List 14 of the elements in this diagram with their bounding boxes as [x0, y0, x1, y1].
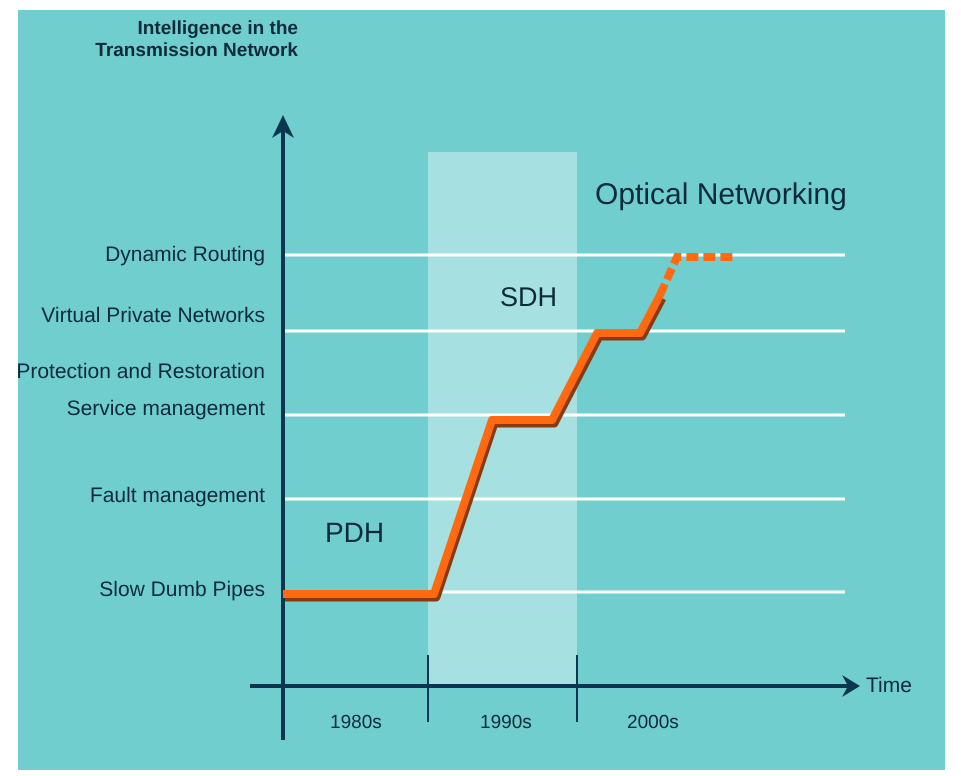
axis-title: Intelligence in the Transmission Network	[94, 18, 298, 62]
tick-label: 2000s	[627, 712, 679, 734]
era-label: PDH	[325, 517, 384, 550]
axis-title: Time	[866, 674, 912, 698]
level-label: Service management	[66, 397, 265, 422]
level-label: Protection and Restoration	[16, 360, 265, 384]
level-label: Dynamic Routing	[105, 243, 265, 268]
tick-label: 1980s	[330, 712, 382, 734]
era-label: Optical Networking	[595, 178, 847, 212]
level-label: Fault management	[90, 484, 265, 508]
level-label: Slow Dumb Pipes	[99, 578, 265, 602]
tick-label: 1990s	[480, 712, 532, 734]
level-label: Virtual Private Networks	[41, 304, 265, 328]
era-label: SDH	[500, 282, 558, 314]
